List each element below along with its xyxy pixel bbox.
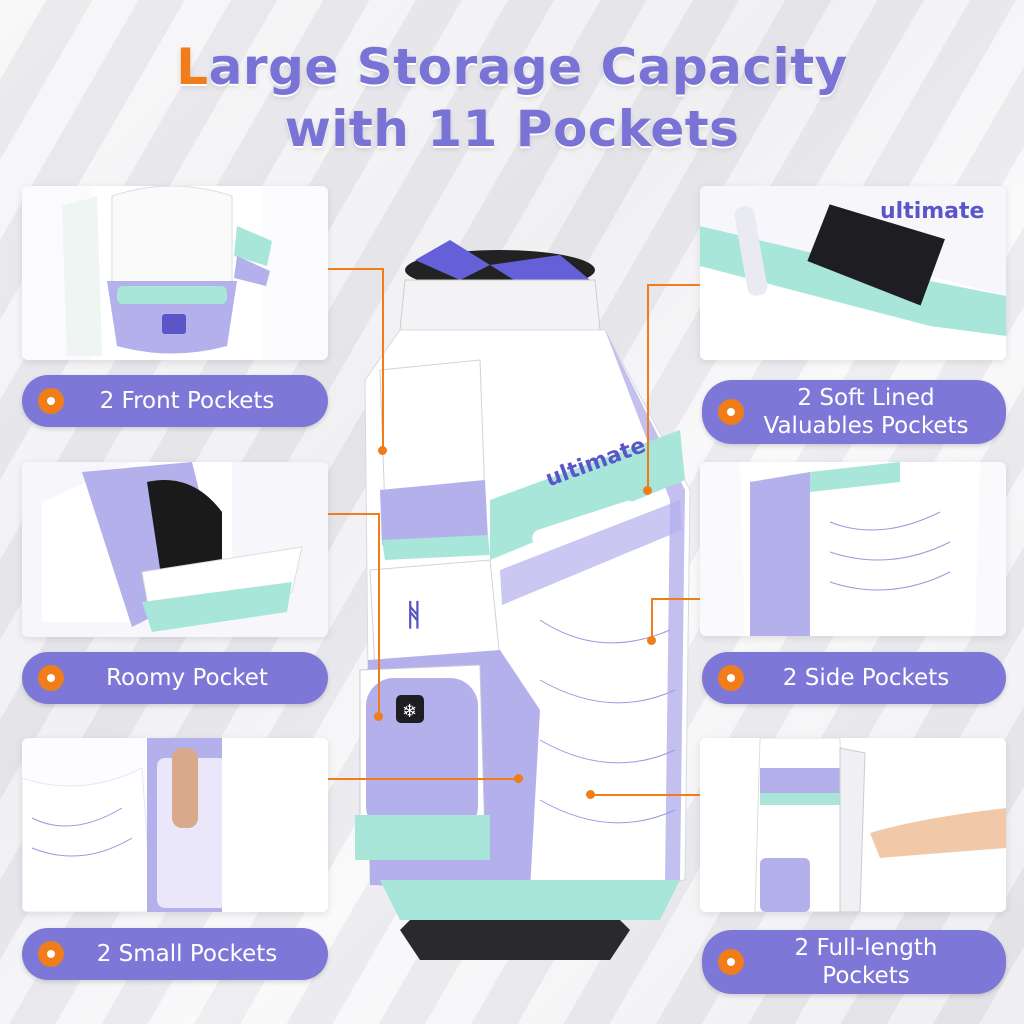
- connector-roomy-pin: [374, 712, 383, 721]
- connector-side-pin: [647, 636, 656, 645]
- front-pockets-illustration: [62, 186, 272, 360]
- connector-side: [652, 598, 700, 600]
- connector-small: [328, 778, 518, 780]
- roomy-pocket-photo: [22, 462, 328, 637]
- small-pockets-illustration: [22, 738, 328, 912]
- golf-bag-illustration: ultimate ᚻ ❄: [355, 240, 691, 960]
- side-pockets-dot-icon: [718, 665, 744, 691]
- front-pockets-photo: [22, 186, 328, 360]
- connector-roomy: [328, 513, 380, 515]
- side-pockets-photo: [700, 462, 1006, 636]
- connector-front-v: [382, 268, 384, 448]
- connector-side-v: [651, 598, 653, 638]
- headline-first-letter: L: [176, 38, 209, 96]
- front-pockets-label: 2 Front Pockets: [22, 375, 328, 427]
- valuables-pockets-photo: ultimate: [700, 186, 1006, 360]
- valuables-brand-text: ultimate: [880, 199, 984, 224]
- small-pockets-label: 2 Small Pockets: [22, 928, 328, 980]
- bag-logo-icon: ᚻ: [405, 598, 423, 633]
- fulllength-label-line-2: Pockets: [822, 963, 910, 989]
- connector-front: [328, 268, 383, 270]
- side-pockets-illustration: [700, 462, 1006, 636]
- small-pockets-photo: [22, 738, 328, 912]
- headline-line-1-text: arge Storage Capacity: [208, 38, 848, 96]
- fulllength-pockets-illustration: [700, 738, 1006, 912]
- roomy-pocket-label: Roomy Pocket: [22, 652, 328, 704]
- connector-fulllength: [590, 794, 700, 796]
- valuables-label-line-2: Valuables Pockets: [763, 413, 969, 439]
- connector-valuables-pin: [643, 486, 652, 495]
- fulllength-pockets-dot-icon: [718, 949, 744, 975]
- connector-roomy-v: [378, 513, 380, 713]
- connector-small-pin: [514, 774, 523, 783]
- connector-fulllength-pin: [586, 790, 595, 799]
- snowflake-glyph: ❄: [402, 701, 417, 722]
- roomy-pocket-illustration: [22, 462, 328, 637]
- cooler-snowflake-icon: [396, 695, 424, 723]
- fulllength-label-line-1: 2 Full-length: [794, 935, 938, 961]
- headline-line-1: Large Storage Capacity: [0, 38, 1024, 96]
- roomy-pocket-dot-icon: [38, 665, 64, 691]
- connector-valuables: [648, 284, 700, 286]
- fulllength-pockets-photo: [700, 738, 1006, 912]
- small-pockets-dot-icon: [38, 941, 64, 967]
- valuables-label-line-1: 2 Soft Lined: [797, 385, 935, 411]
- headline-line-2: with 11 Pockets: [284, 100, 740, 158]
- connector-front-pin: [378, 446, 387, 455]
- valuables-pockets-illustration: ultimate: [700, 186, 1006, 360]
- connector-valuables-v: [647, 284, 649, 488]
- valuables-pockets-dot-icon: [718, 399, 744, 425]
- front-pockets-dot-icon: [38, 388, 64, 414]
- side-pockets-label: 2 Side Pockets: [702, 652, 1006, 704]
